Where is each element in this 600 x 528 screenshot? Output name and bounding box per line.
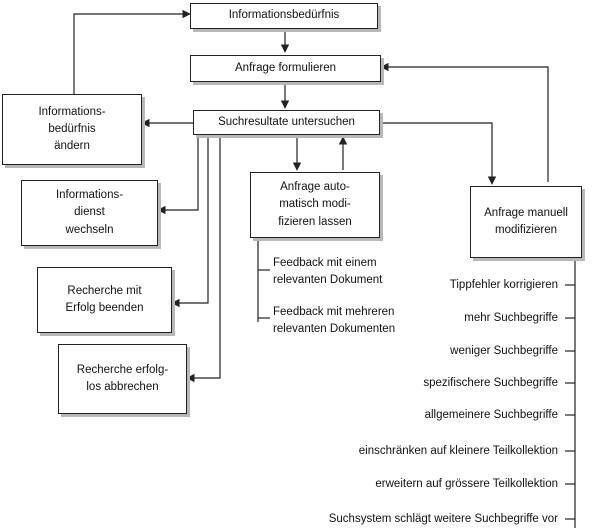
auto-item-1: Feedback mit einem relevanten Dokument	[273, 257, 383, 287]
box-anfrage-automatisch: Anfrage auto- matisch modi- fizieren las…	[250, 172, 380, 238]
manual-item-4: spezifischere Suchbegriffe	[423, 377, 558, 389]
box-recherche-erfolg-beenden: Recherche mit Erfolg beenden	[37, 267, 172, 333]
box-anfrage-manuell: Anfrage manuell modifizieren	[470, 186, 582, 258]
manual-item-1: Tippfehler korrigieren	[449, 279, 558, 291]
arrow-examine-to-service	[157, 135, 199, 215]
manual-item-6: einschränken auf kleinere Teilkollektion	[358, 445, 558, 457]
arrow-examine-to-manual	[380, 122, 497, 185]
auto-item-2: Feedback mit mehreren relevanten Dokumen…	[273, 306, 396, 336]
manual-item-7: erweitern auf grössere Teilkollektion	[375, 478, 558, 490]
box-suchresultate-untersuchen: Suchresultate untersuchen	[193, 110, 380, 135]
box-recherche-abbrechen: Recherche erfolg- los abbrechen	[58, 344, 187, 414]
manual-item-2: mehr Suchbegriffe	[464, 312, 558, 324]
box-informationsbeduerfnis: Informationsbedürfnis	[190, 3, 378, 29]
manual-item-8: Suchsystem schlägt weitere Suchbegriffe …	[328, 513, 558, 525]
manual-item-3: weniger Suchbegriffe	[450, 345, 558, 357]
manual-item-5: allgemeinere Suchbegriffe	[424, 409, 558, 421]
arrow-manual-to-formulate	[380, 62, 549, 182]
arrow-examine-to-abort	[186, 135, 221, 383]
arrow-examine-to-success	[171, 135, 209, 308]
box-informationsdienst-wechseln: Informations- dienst wechseln	[21, 180, 158, 246]
arrow-change-need-to-need	[73, 9, 191, 94]
box-informationsbeduerfnis-aendern: Informations- bedürfnis ändern	[2, 94, 142, 165]
box-anfrage-formulieren: Anfrage formulieren	[190, 55, 381, 82]
